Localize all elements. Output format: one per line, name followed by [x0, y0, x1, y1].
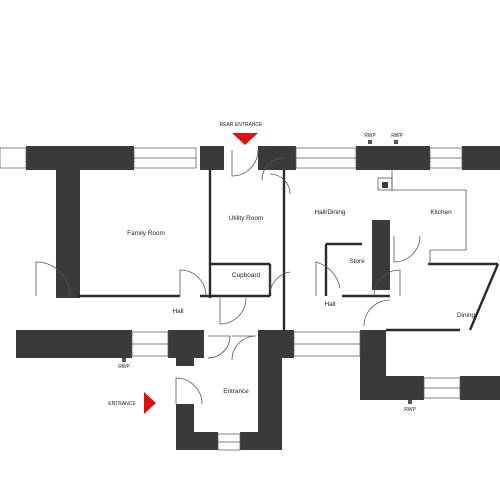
rear-entrance-arrow: [232, 133, 258, 145]
room-label-utility-room: Utility Room: [229, 215, 263, 222]
windows: [0, 147, 463, 451]
room-label-store: Store: [349, 258, 365, 265]
doors: [35, 149, 421, 405]
rwp-label-3: RWP: [118, 364, 130, 370]
entrance-label: ENTRANCE: [108, 401, 136, 407]
rwp-label-1: RWP: [364, 133, 376, 139]
room-label-hall-dining: Hall/Dining: [315, 209, 346, 216]
external-walls: [16, 146, 500, 450]
room-label-hall-right: Hall: [324, 301, 335, 308]
room-label-entrance: Entrance: [223, 388, 249, 395]
room-label-cupboard: Cupboard: [232, 272, 261, 279]
room-label-hall-left: Hall: [172, 308, 183, 315]
room-label-dining: Dining: [457, 312, 476, 319]
rwp-markers: [122, 140, 412, 404]
kitchen-units: [377, 170, 467, 264]
rwp-label-2: RWP: [391, 133, 403, 139]
rear-entrance-label: REAR ENTRANCE: [220, 122, 263, 128]
entrance-arrow: [144, 392, 156, 414]
room-label-family-room: Family Room: [127, 230, 165, 237]
room-label-kitchen: Kitchen: [430, 209, 452, 216]
rwp-label-4: RWP: [404, 407, 416, 413]
